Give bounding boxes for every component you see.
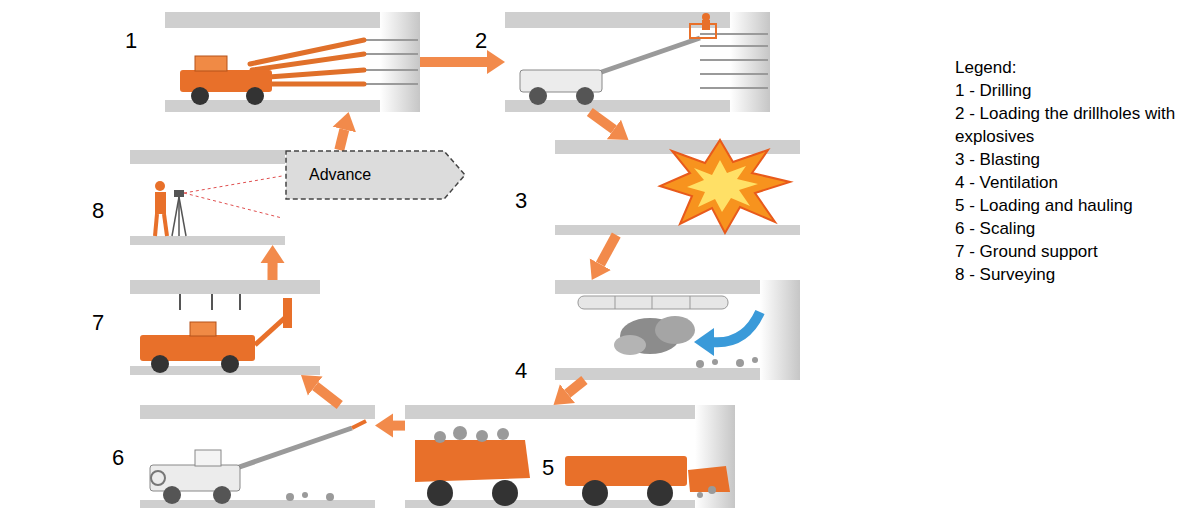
- cycle-arrow: [600, 235, 616, 264]
- callout-number: 1: [125, 30, 137, 52]
- cycle-arrow: [315, 386, 340, 405]
- legend-heading: Legend:: [955, 56, 1183, 79]
- legend-text: 1 - Drilling: [955, 81, 1032, 100]
- legend-row: 5 - Loading and hauling: [955, 194, 1183, 217]
- cycle-arrow: [339, 129, 344, 150]
- legend-row: 3 - Blasting: [955, 148, 1183, 171]
- legend-text: 7 - Ground support: [955, 242, 1098, 261]
- bolting-scene: [130, 280, 320, 375]
- callout-number: 7: [92, 312, 104, 334]
- scaling-scene: [140, 405, 375, 508]
- advance-shape: [286, 151, 465, 199]
- cycle-arrow: [567, 380, 584, 394]
- callout-number: 6: [112, 447, 124, 469]
- legend-text: 6 - Scaling: [955, 219, 1035, 238]
- cycle-arrow: [268, 263, 278, 280]
- legend-row: 4 - Ventilation: [955, 171, 1183, 194]
- advance-label: Advance: [309, 167, 466, 183]
- ventilation-scene: [555, 280, 800, 380]
- callout-number: 8: [92, 200, 104, 222]
- legend-text: 2 - Loading the drillholes with explosiv…: [955, 104, 1175, 146]
- legend-text: 5 - Loading and hauling: [955, 196, 1133, 215]
- legend-text: 4 - Ventilation: [955, 173, 1058, 192]
- legend-row: 1 - Drilling: [955, 79, 1183, 102]
- cycle-arrow: [393, 421, 405, 431]
- cycle-arrow: [590, 112, 614, 129]
- advance-arrow-box: Advance: [285, 150, 466, 200]
- callout-number: 5: [542, 457, 554, 479]
- stage-panel: 3: [555, 140, 800, 235]
- legend-row: 7 - Ground support: [955, 240, 1183, 263]
- drilling-scene: [165, 12, 420, 112]
- legend-row: 8 - Surveying: [955, 263, 1183, 286]
- charging-scene: [505, 12, 770, 112]
- legend: Legend: 1 - Drilling 2 - Loading the drill…: [955, 56, 1183, 286]
- callout-number: 3: [515, 190, 527, 212]
- stage-panel: 8: [130, 150, 285, 245]
- stage-panel: 2: [505, 12, 770, 112]
- callout-number: 4: [515, 360, 527, 382]
- legend-row: 6 - Scaling: [955, 217, 1183, 240]
- stage-panel: 5: [405, 405, 735, 508]
- legend-text: 8 - Surveying: [955, 265, 1055, 284]
- stage-panel: 7: [130, 280, 320, 375]
- stage-panel: 4: [555, 280, 800, 380]
- stage-panel: 6: [140, 405, 375, 508]
- stage-panel: 1: [165, 12, 420, 112]
- legend-row: 2 - Loading the drillholes with explosiv…: [955, 102, 1183, 148]
- blasting-scene: [555, 140, 800, 235]
- hauling-scene: [405, 405, 735, 508]
- cycle-arrow: [420, 57, 487, 67]
- surveying-scene: [130, 150, 285, 245]
- legend-text: 3 - Blasting: [955, 150, 1040, 169]
- callout-number: 2: [475, 30, 487, 52]
